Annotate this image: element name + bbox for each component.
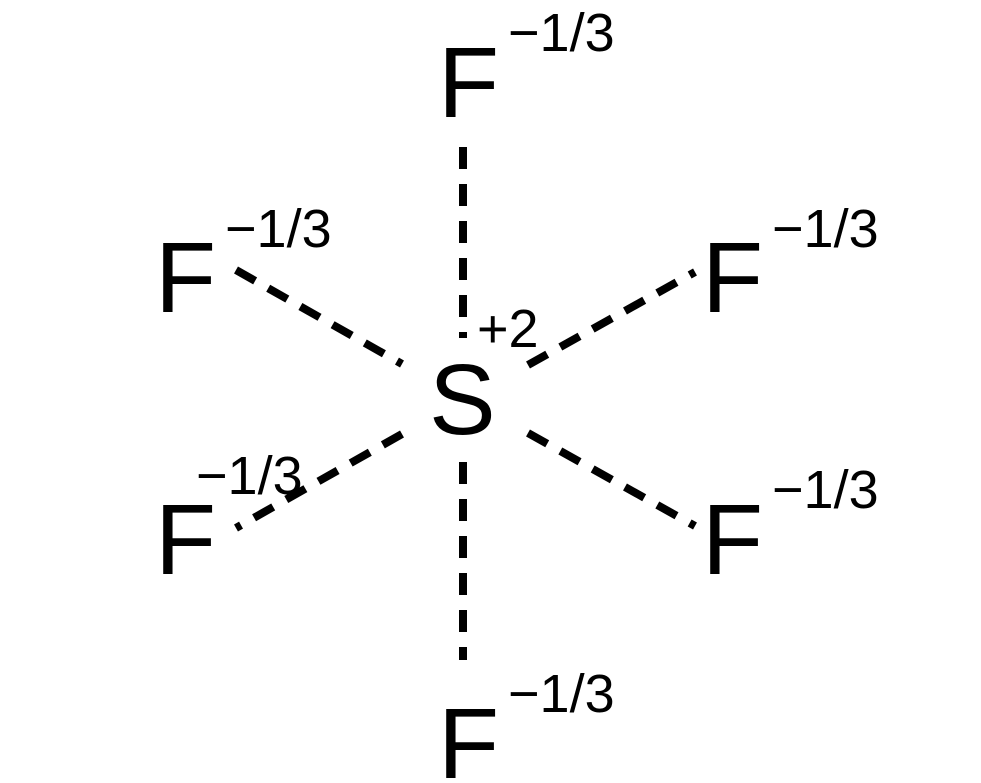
- central-atom: S +2: [429, 299, 539, 456]
- ligand-upper-left: F −1/3: [155, 199, 332, 334]
- bond-lower-right: [526, 429, 697, 530]
- central-atom-symbol: S: [429, 344, 496, 456]
- ligand-upper-right-symbol: F: [702, 222, 763, 334]
- ligand-upper-left-symbol: F: [155, 222, 216, 334]
- ligand-lower-left-symbol: F: [155, 484, 216, 596]
- ligand-top: F −1/3: [438, 3, 615, 139]
- ligand-upper-right-charge: −1/3: [772, 199, 879, 259]
- bond-lower-left: [234, 430, 404, 532]
- bond-upper-right: [526, 268, 697, 369]
- central-atom-charge: +2: [477, 299, 539, 359]
- ligand-upper-left-charge: −1/3: [225, 199, 332, 259]
- ligand-lower-right-charge: −1/3: [772, 460, 879, 520]
- ligand-bottom-symbol: F: [438, 688, 499, 783]
- bond-upper-left: [234, 266, 404, 368]
- ligand-lower-right-symbol: F: [702, 484, 763, 596]
- bonds: [234, 147, 697, 660]
- ligand-lower-left-charge: −1/3: [196, 446, 303, 506]
- ligand-bottom-charge: −1/3: [508, 664, 615, 724]
- ligand-upper-right: F −1/3: [702, 199, 879, 334]
- ligand-top-charge: −1/3: [508, 3, 615, 63]
- ligand-lower-left: F −1/3: [155, 446, 303, 596]
- ligand-bottom: F −1/3: [438, 664, 615, 783]
- ligand-top-symbol: F: [438, 27, 499, 139]
- ligand-lower-right: F −1/3: [702, 460, 879, 596]
